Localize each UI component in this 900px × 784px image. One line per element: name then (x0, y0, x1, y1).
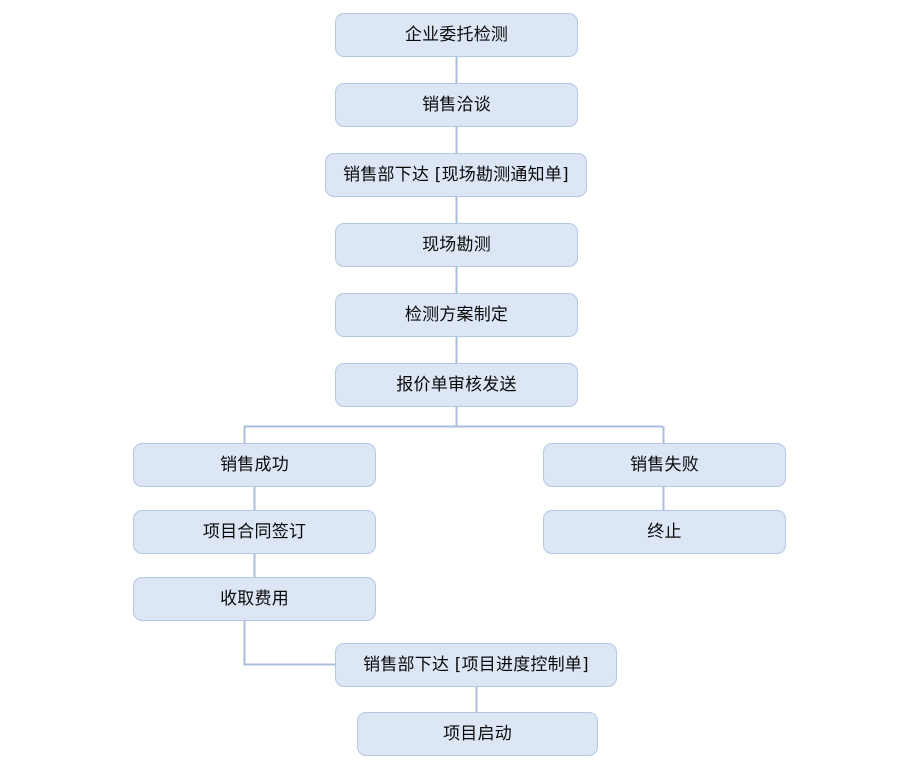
node-label: 销售成功 (220, 454, 289, 475)
node-sales-success[interactable]: 销售成功 (133, 443, 376, 487)
node-label: 企业委托检测 (404, 24, 509, 45)
node-label: 销售部下达 [项目进度控制单] (363, 654, 589, 675)
node-sales-negotiation[interactable]: 销售洽谈 (335, 83, 578, 127)
node-sales-failure[interactable]: 销售失败 (543, 443, 786, 487)
node-enterprise-commission-inspection[interactable]: 企业委托检测 (335, 13, 578, 57)
node-sales-dept-issue-site-survey-notice[interactable]: 销售部下达 [现场勘测通知单] (325, 153, 587, 197)
node-project-kickoff[interactable]: 项目启动 (357, 712, 598, 756)
node-label: 销售失败 (630, 454, 699, 475)
node-collect-fees[interactable]: 收取费用 (133, 577, 376, 621)
node-label: 项目启动 (443, 723, 512, 744)
node-sales-dept-issue-project-progress-control-sheet[interactable]: 销售部下达 [项目进度控制单] (335, 643, 617, 687)
node-terminate[interactable]: 终止 (543, 510, 786, 554)
node-label: 检测方案制定 (404, 304, 509, 325)
node-label: 现场勘测 (422, 234, 491, 255)
node-quotation-review-and-send[interactable]: 报价单审核发送 (335, 363, 578, 407)
node-project-contract-signing[interactable]: 项目合同签订 (133, 510, 376, 554)
node-label: 终止 (647, 521, 682, 542)
connector-n11-n12-elbow (243, 621, 335, 666)
node-label: 销售洽谈 (422, 94, 491, 115)
node-label: 项目合同签订 (202, 521, 307, 542)
node-inspection-plan-formulation[interactable]: 检测方案制定 (335, 293, 578, 337)
node-label: 收取费用 (220, 588, 289, 609)
node-label: 报价单审核发送 (396, 374, 517, 395)
node-site-survey[interactable]: 现场勘测 (335, 223, 578, 267)
node-label: 销售部下达 [现场勘测通知单] (343, 164, 569, 185)
